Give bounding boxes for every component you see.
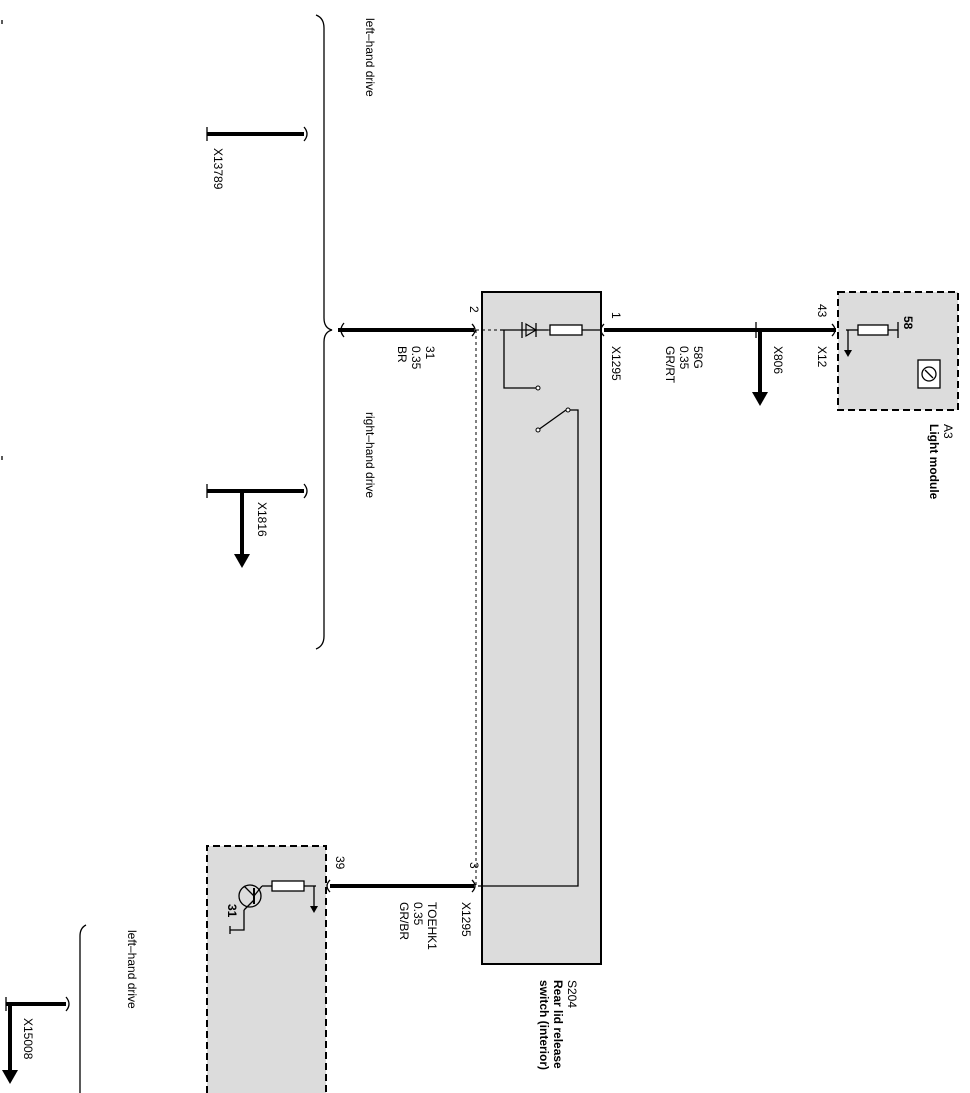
x1295-top-label: X1295 [609,346,623,381]
wire-31-color: BR [395,346,409,363]
x13789-label: X13789 [211,148,225,190]
a3-light-module [831,291,959,411]
wire-58g-color: GR/RT [663,346,677,384]
lhd-bottom-label: left–hand drive [125,930,139,1009]
pin-3-label: 3 [467,862,481,869]
wire-toehk1-func: TOEHK1 [425,902,439,950]
lhd-rhd-brace [315,14,333,650]
wire-31-size: 0.35 [409,346,423,370]
pin-1-label: 1 [609,312,623,319]
s204-switch-body [475,291,602,965]
x1816-label: X1816 [255,502,269,537]
lhd-top-label: left–hand drive [363,18,377,97]
wire-toehk1-color: GR/BR [397,902,411,940]
pin-39-label: 39 [333,856,347,870]
a3-name: Light module [927,424,941,500]
x12-label: X12 [815,346,829,368]
output-module [206,845,331,1093]
wire-31-func: 31 [423,346,437,360]
wire-58g-func: 58G [691,346,705,369]
s204-name-line1: Rear lid release [551,980,565,1069]
a3-id: A3 [941,424,955,439]
x15008-connector [2,996,70,1084]
x806-label: X806 [771,346,785,374]
x1295-bottom-label: X1295 [459,902,473,937]
x1816-connector [206,483,308,568]
pin-58-label: 58 [901,316,915,330]
wire-58g [604,322,836,406]
pin-31-label: 31 [225,904,239,918]
s204-name-line2: switch (interior) [537,980,551,1070]
pin-43-label: 43 [815,304,829,318]
wire-31 [338,322,474,338]
wire-toehk1-size: 0.35 [411,902,425,926]
x13789-connector [206,126,308,142]
pin-2-label: 2 [467,306,481,313]
wire-58g-size: 0.35 [677,346,691,370]
lhd-bottom-brace [79,924,87,1093]
x15008-label: X15008 [21,1018,35,1060]
s204-id: S204 [565,980,579,1008]
rhd-label: right–hand drive [363,412,377,498]
